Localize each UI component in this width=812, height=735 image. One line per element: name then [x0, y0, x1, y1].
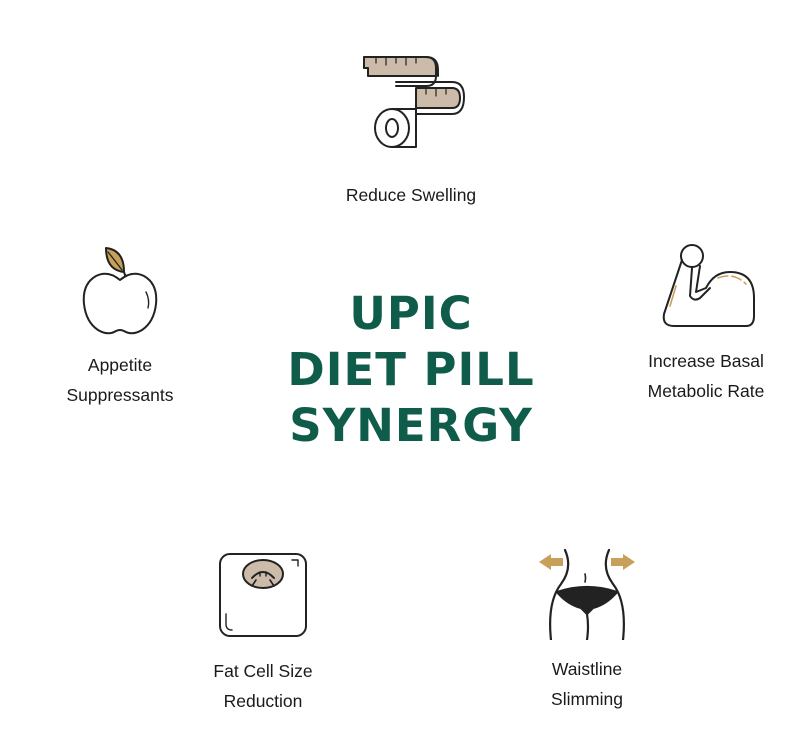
feature-appetite-suppressants: Appetite Suppressants: [40, 246, 200, 410]
feature-label: Metabolic Rate: [647, 381, 765, 401]
measuring-tape-icon: [363, 56, 465, 148]
flexed-arm-icon: [662, 244, 755, 327]
title-line-3: SYNERGY: [289, 399, 533, 452]
feature-label: Fat Cell Size: [213, 661, 313, 681]
feature-fat-cell-size-reduction: Fat Cell Size Reduction: [178, 552, 348, 716]
feature-label: Reduction: [223, 691, 303, 711]
feature-reduce-swelling: Reduce Swelling: [311, 52, 511, 210]
feature-label: Slimming: [551, 689, 623, 709]
feature-increase-basal-metabolic-rate: Increase Basal Metabolic Rate: [611, 242, 801, 406]
feature-label: Suppressants: [66, 385, 174, 405]
apple-icon: [82, 247, 158, 335]
bathroom-scale-icon: [219, 553, 307, 637]
feature-label: Increase Basal: [648, 351, 764, 371]
feature-label: Waistline: [551, 659, 623, 679]
feature-label: Reduce Swelling: [345, 185, 477, 205]
page-title: UPIC DIET PILL SYNERGY: [256, 286, 566, 454]
feature-waistline-slimming: Waistline Slimming: [507, 548, 667, 714]
title-line-2: DIET PILL: [287, 343, 535, 396]
feature-label: Appetite: [87, 355, 153, 375]
waist-icon: [539, 548, 635, 640]
title-line-1: UPIC: [349, 287, 473, 340]
